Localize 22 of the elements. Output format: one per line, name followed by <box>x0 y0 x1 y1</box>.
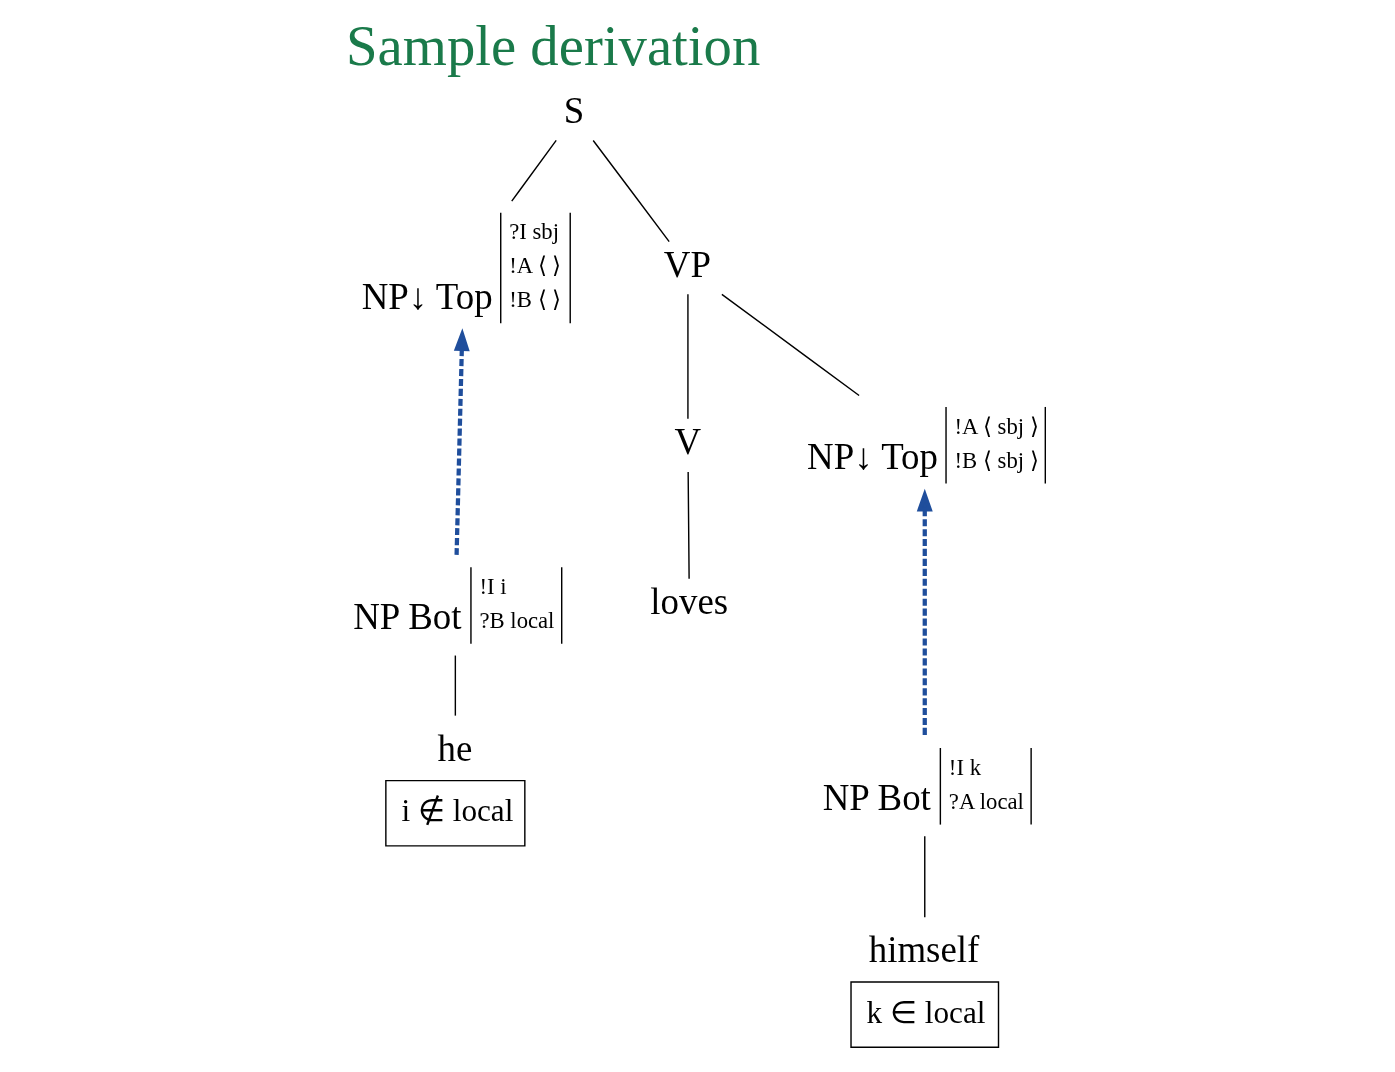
node-text: loves <box>650 581 729 623</box>
connector <box>721 293 860 397</box>
node-text: NP Bot !I i ?B local <box>353 573 555 638</box>
connector <box>592 139 670 243</box>
node-text: VP <box>663 243 711 285</box>
node-text: NP Bot !I k ?A local <box>822 754 1024 819</box>
node-text: S <box>563 90 585 132</box>
node-box: k ∈ local <box>850 981 1000 1048</box>
diagram-title: Sample derivation <box>346 14 761 78</box>
node-text: V <box>674 421 702 463</box>
node-text: NP↓ Top !A ⟨ sbj ⟩ !B ⟨ sbj ⟩ <box>807 413 1039 478</box>
node-box: i ∉ local <box>385 779 526 847</box>
node-label: himself <box>868 928 980 970</box>
connector <box>511 139 557 202</box>
connector <box>924 835 926 918</box>
node-text: NP↓ Top ?I sbj !A ⟨ ⟩ !B ⟨ ⟩ <box>361 219 562 317</box>
node-label: he <box>437 727 473 769</box>
connector <box>454 654 457 717</box>
arrow <box>916 488 933 737</box>
connector <box>687 293 689 420</box>
connector <box>687 471 690 580</box>
arrow <box>453 328 470 556</box>
